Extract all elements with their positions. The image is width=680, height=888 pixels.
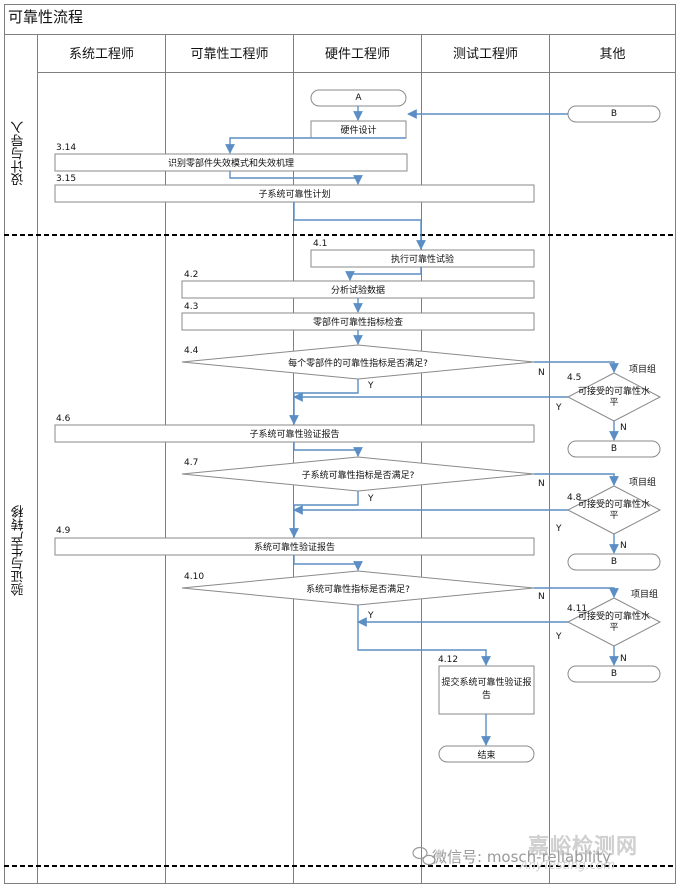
step-4-9-number: 4.9	[56, 526, 71, 536]
watermark-url: AnyTesting.com	[520, 858, 616, 872]
terminal-b1-shape	[567, 440, 661, 458]
yes-label-4-8: Y	[556, 524, 562, 534]
yes-label-4-11: Y	[556, 632, 562, 642]
no-label-4-11: N	[620, 654, 627, 664]
step-4-2-number: 4.2	[184, 270, 199, 280]
step-4-6-label: 子系统可靠性验证报告	[249, 430, 340, 440]
decision-4-5-label: 可接受的可靠性水平	[577, 387, 650, 408]
arrow-4-4-yes	[289, 379, 359, 425]
step-4-7-number: 4.7	[184, 458, 199, 468]
decision-4-5-shape	[566, 372, 662, 422]
step-4-8-number: 4.8	[567, 493, 582, 503]
lane-header-others: 其他	[599, 47, 626, 62]
terminal-b2-shape	[567, 553, 661, 571]
step-4-12-box	[438, 665, 535, 715]
lane-header-reliability-engineer: 可靠性工程师	[190, 47, 269, 62]
step-4-5-number: 4.5	[567, 373, 582, 383]
arrow-4-6-to-4-7	[293, 442, 363, 457]
arrow-4-7-no	[534, 473, 619, 486]
arrow-3-14-to-3-15	[229, 171, 363, 185]
lane-header-system-engineer: 系统工程师	[68, 47, 134, 62]
phase-design-intro: 设计与导入	[11, 121, 27, 186]
no-label-4-8: N	[620, 541, 627, 551]
yes-label-4-5: Y	[556, 403, 562, 413]
project-group-label-1: 项目组	[629, 365, 657, 375]
arrow-4-7-yes	[289, 491, 359, 538]
arrow-4-4-no	[534, 361, 619, 373]
arrow-4-1-to-4-2	[345, 267, 422, 281]
project-group-label-3: 项目组	[631, 590, 659, 600]
step-4-10-number: 4.10	[184, 572, 205, 582]
swimlane-grid	[4, 4, 676, 884]
step-4-1-label: 执行可靠性试验	[390, 255, 454, 265]
decision-4-8-label: 可接受的可靠性水平	[577, 500, 650, 521]
step-4-1-box	[310, 249, 535, 268]
step-4-2-label: 分析试验数据	[330, 286, 385, 296]
step-4-4-number: 4.4	[184, 346, 199, 356]
yes-label-4-10: Y	[368, 611, 374, 621]
arrow-4-10-yes	[357, 605, 491, 666]
step-4-12-number: 4.12	[438, 655, 459, 665]
arrow-hwdesign-to-3-14	[225, 137, 406, 154]
no-label-4-5: N	[620, 423, 627, 433]
arrow-4-9-to-4-10	[293, 555, 363, 571]
terminal-b3: B	[610, 669, 618, 679]
page-title: 可靠性流程	[8, 8, 84, 26]
wechat-logo-icon	[412, 846, 436, 866]
arrow-3-15-to-4-1	[293, 202, 426, 250]
lane-header-test-engineer: 测试工程师	[452, 47, 518, 62]
terminal-end-shape	[438, 745, 535, 763]
step-3-14-number: 3.14	[56, 143, 77, 153]
terminal-a: A	[355, 93, 362, 103]
step-3-15-number: 3.15	[56, 174, 77, 184]
decision-4-11-shape	[566, 597, 662, 647]
terminal-b3-shape	[567, 665, 661, 683]
terminal-b2: B	[610, 557, 618, 567]
yes-label-4-4: Y	[368, 381, 374, 391]
terminal-b-top: B	[610, 109, 618, 119]
step-4-11-number: 4.11	[567, 604, 588, 614]
decision-4-8-shape	[566, 485, 662, 535]
no-label-4-10: N	[538, 592, 545, 602]
step-4-1-number: 4.1	[313, 239, 328, 249]
terminal-b1: B	[610, 444, 618, 454]
decision-4-10-label: 系统可靠性指标是否满足?	[306, 584, 410, 595]
connectors	[225, 106, 619, 746]
watermark-brand: 嘉峪检测网	[528, 834, 638, 858]
yes-label-4-7: Y	[368, 494, 374, 504]
terminal-end: 结束	[477, 750, 496, 761]
step-3-15-label: 子系统可靠性计划	[258, 190, 331, 200]
decision-4-4-label: 每个零部件的可靠性指标是否满足?	[288, 358, 428, 369]
watermark-wechat: 微信号: mosch-reliability	[432, 848, 611, 866]
hardware-design-label: 硬件设计	[340, 126, 377, 136]
step-3-14-box	[54, 153, 408, 172]
decision-4-11-label: 可接受的可靠性水平	[577, 612, 650, 633]
decision-4-7-label: 子系统可靠性指标是否满足?	[301, 470, 415, 481]
step-3-14-label: 识别零部件失效模式和失效机理	[167, 159, 294, 169]
project-group-label-2: 项目组	[629, 478, 657, 488]
step-4-3-label: 零部件可靠性指标检查	[312, 318, 403, 328]
step-4-6-number: 4.6	[56, 414, 71, 424]
arrow-4-10-no	[534, 587, 619, 598]
lane-header-hardware-engineer: 硬件工程师	[324, 47, 390, 62]
phase-verification-transfer: 验证与生产转移	[11, 505, 27, 597]
step-4-3-number: 4.3	[184, 302, 199, 312]
no-label-4-4: N	[538, 368, 545, 378]
step-4-12-label: 提交系统可靠性验证报告	[441, 678, 532, 701]
no-label-4-7: N	[538, 479, 545, 489]
step-4-9-label: 系统可靠性验证报告	[253, 543, 335, 553]
